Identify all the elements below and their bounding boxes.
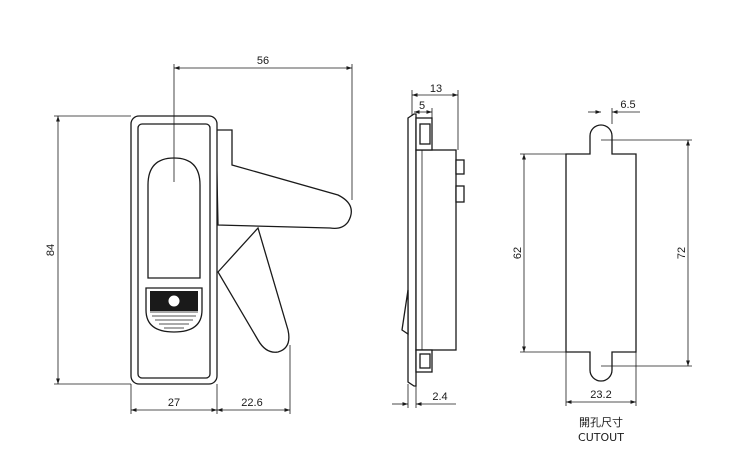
cutout-caption-en: CUTOUT	[578, 431, 624, 444]
key-cover	[145, 287, 203, 333]
dim-notch: 6.5	[620, 99, 635, 111]
dim-outer-height: 72	[676, 247, 688, 259]
dim-inner-height: 62	[512, 247, 524, 259]
side-lever-tip	[401, 289, 409, 336]
dim-body-width: 27	[168, 397, 180, 409]
dim-height: 84	[45, 244, 57, 256]
cutout-outline	[565, 124, 637, 382]
side-body	[415, 149, 457, 351]
front-view: 56 84 27 22.6	[45, 55, 353, 414]
side-cam-upper	[455, 159, 465, 175]
handle-lever	[215, 129, 352, 230]
dim-step: 5	[419, 100, 425, 112]
dim-depth: 13	[430, 83, 442, 95]
side-view: 13 5 2.4	[392, 83, 465, 408]
dim-flange: 2.4	[432, 391, 447, 403]
cutout-caption-cn: 開孔尺寸	[579, 415, 623, 429]
side-cam-lower	[455, 185, 465, 203]
dim-width: 23.2	[590, 389, 611, 401]
keyhole-icon	[167, 294, 181, 308]
dim-overall-width: 56	[257, 55, 269, 67]
handle-arm	[217, 226, 290, 353]
side-flange	[407, 113, 417, 387]
cutout-view: 6.5 62 72 23.2 開孔尺寸 CUTOUT	[512, 99, 692, 444]
dim-handle-extension: 22.6	[241, 397, 262, 409]
